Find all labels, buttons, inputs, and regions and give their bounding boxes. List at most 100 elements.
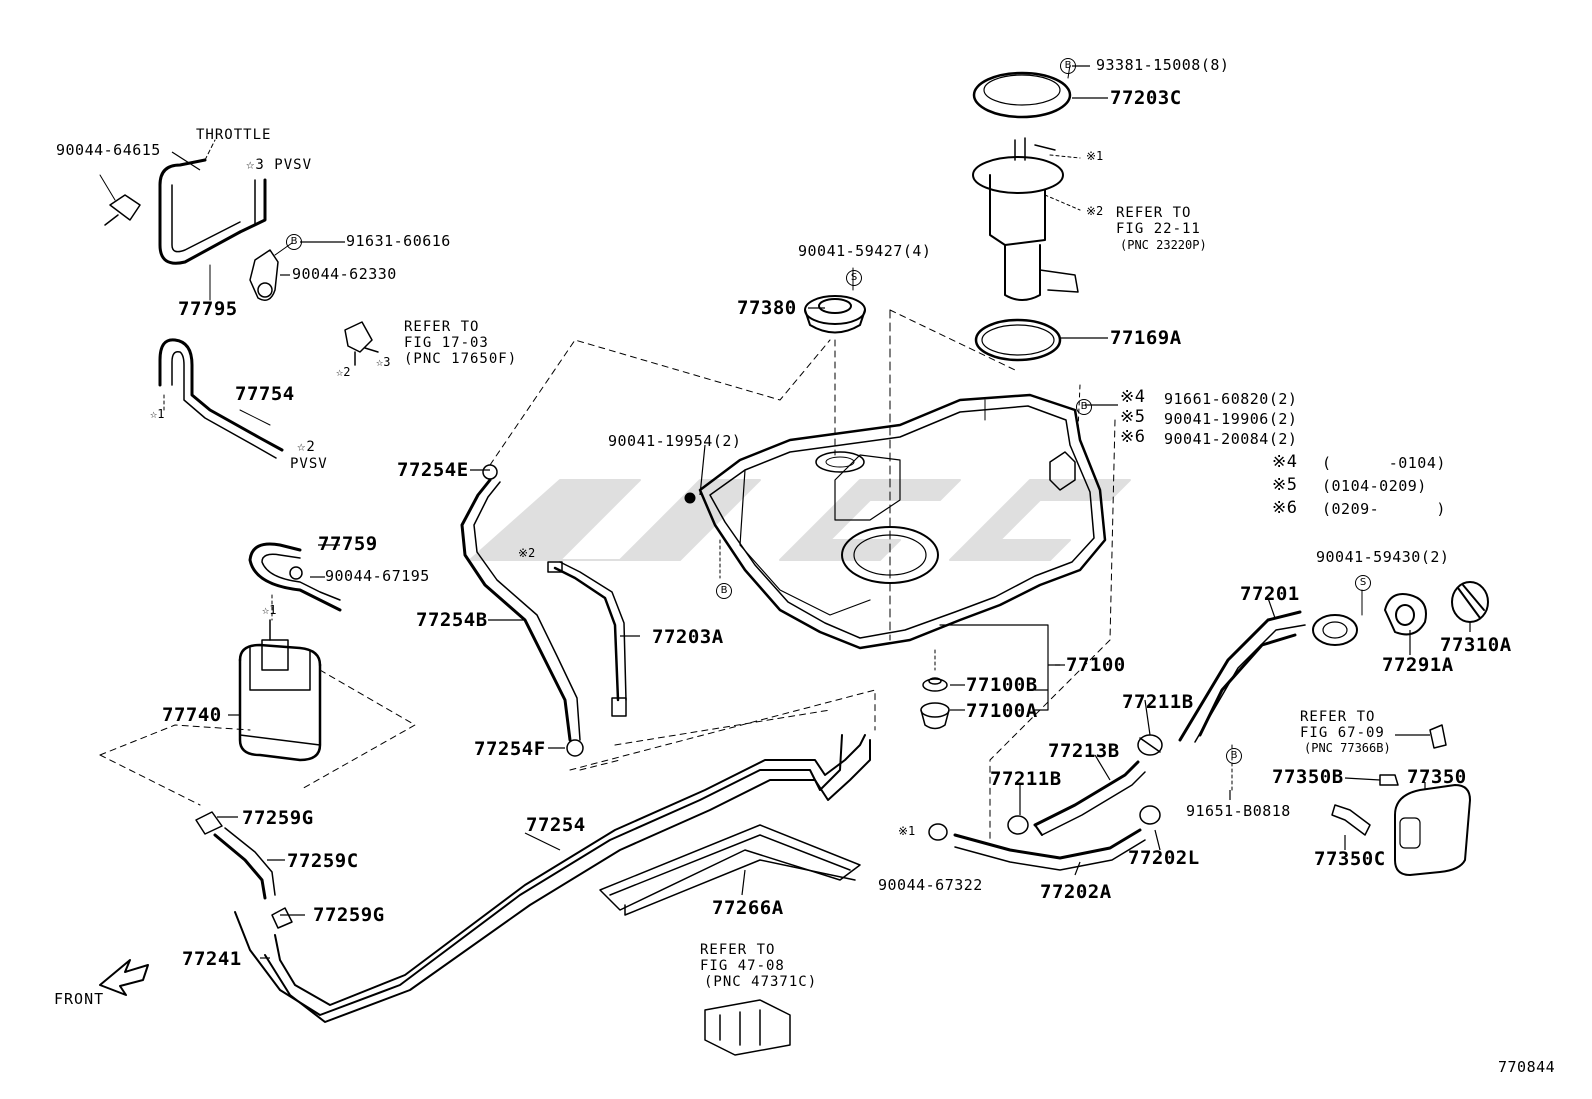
- diagram-id: 770844: [1498, 1058, 1556, 1076]
- bolt-mark-b-tank: B: [716, 583, 732, 599]
- refer-1703-line2: FIG 17-03: [404, 335, 489, 351]
- part-label-91651-B0818: 91651-B0818: [1186, 802, 1291, 820]
- part-label-77254: 77254: [526, 814, 586, 836]
- cover-77380: [804, 267, 866, 456]
- x6r-label: ※6: [1272, 498, 1298, 518]
- part-label-90044-62330: 90044-62330: [292, 265, 397, 283]
- bolt-mark-b: B: [286, 234, 302, 250]
- part-label-77202L: 77202L: [1128, 847, 1200, 869]
- part-label-77350B: 77350B: [1272, 766, 1344, 788]
- fuel-tank-77100: [684, 309, 1116, 841]
- pin-77350B: [1379, 774, 1399, 786]
- part-label-90041-19954: 90041-19954(2): [608, 432, 742, 450]
- range-x4: ( -0104): [1322, 454, 1446, 472]
- fuel-lid-77350: [1394, 784, 1471, 876]
- part-label-77169A: 77169A: [1110, 327, 1182, 349]
- tube-77203A: [547, 561, 627, 717]
- part-label-77259G-bottom: 77259G: [313, 904, 385, 926]
- clip-67-09: [1429, 724, 1447, 749]
- part-label-90041-59427: 90041-59427(4): [798, 242, 932, 260]
- x2b-label: ※2: [1086, 204, 1104, 218]
- refer-6709-line1: REFER TO: [1300, 709, 1376, 725]
- pvsv2-star: ☆2: [297, 439, 316, 455]
- part-label-77203C: 77203C: [1110, 87, 1182, 109]
- part-label-90041-20084: 90041-20084(2): [1164, 430, 1298, 448]
- grommet-77100A: [920, 702, 950, 730]
- part-label-93381-15008: 93381-15008(8): [1096, 56, 1230, 74]
- grommet-77100B: [922, 677, 948, 692]
- part-label-90041-59430: 90041-59430(2): [1316, 548, 1450, 566]
- bolt-mark-b-tank2: B: [1076, 399, 1092, 415]
- range-x6: (0209- ): [1322, 500, 1446, 518]
- screw-mark-s-filler: S: [1355, 575, 1371, 591]
- box-dashed: [569, 689, 876, 771]
- hose-77759: [248, 542, 342, 621]
- front-arrow-icon: [99, 959, 149, 996]
- x4r-label: ※4: [1272, 452, 1298, 472]
- part-label-77291A: 77291A: [1382, 654, 1454, 676]
- refer-4708-line1: REFER TO: [700, 942, 776, 958]
- part-label-77254F: 77254F: [474, 738, 546, 760]
- clamp-90044-64615: [99, 174, 141, 226]
- part-label-77100: 77100: [1066, 654, 1126, 676]
- part-label-77203A: 77203A: [652, 626, 724, 648]
- part-label-77213B: 77213B: [1048, 740, 1120, 762]
- star1a-label: ☆1: [150, 407, 165, 421]
- part-label-77754: 77754: [235, 383, 295, 405]
- part-label-77259C: 77259C: [287, 850, 359, 872]
- refer-4708-line3: (PNC 47371C): [704, 974, 818, 990]
- refer-6709-line3: (PNC 77366B): [1304, 741, 1391, 755]
- part-label-77254B: 77254B: [416, 609, 488, 631]
- refer-4708-line2: FIG 47-08: [700, 958, 785, 974]
- hose-77754: [158, 338, 284, 459]
- canister-77740: [99, 619, 416, 806]
- bolt-mark-b-filler: B: [1226, 748, 1242, 764]
- hose-77259C: [195, 811, 293, 929]
- part-label-77211B-upper: 77211B: [1122, 691, 1194, 713]
- part-label-77201: 77201: [1240, 583, 1300, 605]
- part-label-77202A: 77202A: [1040, 881, 1112, 903]
- range-x5: (0104-0209): [1322, 477, 1427, 495]
- part-label-77254E: 77254E: [397, 459, 469, 481]
- x4-label: ※4: [1120, 387, 1146, 407]
- part-label-77266A: 77266A: [712, 897, 784, 919]
- part-label-77350C: 77350C: [1314, 848, 1386, 870]
- refer-2211-line3: (PNC 23220P): [1120, 238, 1207, 252]
- hose-77202A: [953, 828, 1146, 871]
- x2a-label: ※2: [518, 546, 536, 560]
- gasket-77291A: [1384, 593, 1427, 636]
- bracket-90044-62330: [249, 242, 293, 301]
- part-label-91661-60820: 91661-60820(2): [1164, 390, 1298, 408]
- part-label-77759: 77759: [318, 533, 378, 555]
- part-label-77241: 77241: [182, 948, 242, 970]
- star2-label: ☆2: [336, 365, 351, 379]
- star1b-label: ☆1: [262, 603, 277, 617]
- cap-77310A: [1451, 581, 1489, 623]
- part-label-90044-67195: 90044-67195: [325, 567, 430, 585]
- hose-77795: [158, 139, 267, 301]
- front-label: FRONT: [54, 990, 105, 1008]
- part-label-77211B-lower: 77211B: [990, 768, 1062, 790]
- watermark-logo: [469, 479, 1131, 561]
- refer-1703-line3: (PNC 17650F): [404, 351, 518, 367]
- spring-77350C: [1331, 804, 1371, 836]
- screw-mark-s: S: [846, 270, 862, 286]
- pvsv3-label: ☆3 PVSV: [246, 157, 313, 173]
- refer-2211-line2: FIG 22-11: [1116, 221, 1201, 237]
- throttle-label: THROTTLE: [196, 127, 272, 143]
- part-label-90044-67322: 90044-67322: [878, 876, 983, 894]
- part-label-91631-60616: 91631-60616: [346, 232, 451, 250]
- x6-label: ※6: [1120, 427, 1146, 447]
- part-label-90044-64615: 90044-64615: [56, 141, 161, 159]
- refer-1703-line1: REFER TO: [404, 319, 480, 335]
- protector-77266A: [599, 824, 861, 916]
- hose-77254B: [460, 339, 831, 771]
- x5r-label: ※5: [1272, 475, 1298, 495]
- x1a-label: ※1: [1086, 149, 1104, 163]
- part-label-77310A: 77310A: [1440, 634, 1512, 656]
- part-label-77740: 77740: [162, 704, 222, 726]
- fuel-pump-assy: [972, 64, 1081, 362]
- part-label-77100B: 77100B: [966, 674, 1038, 696]
